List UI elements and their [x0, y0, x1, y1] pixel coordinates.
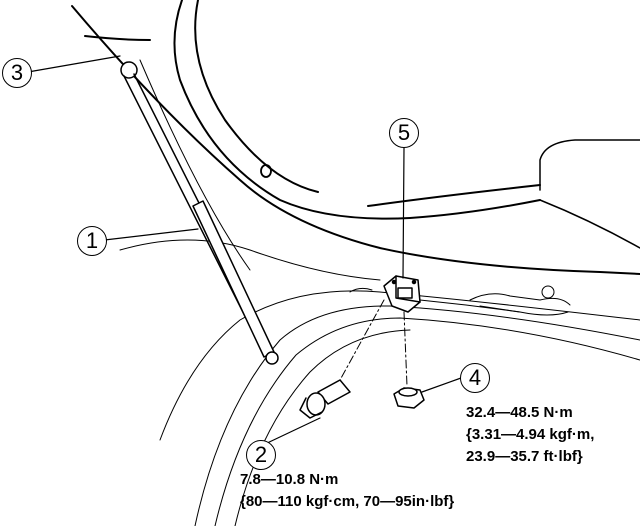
callout-3: 3: [2, 58, 32, 88]
bolt-part: [299, 379, 351, 419]
nut-part: [393, 387, 425, 409]
nut-torque-line-1: 32.4—48.5 N·m: [466, 404, 573, 421]
hinge-bracket: [383, 275, 421, 313]
bolt-torque-line-1: 7.8—10.8 N·m: [240, 471, 339, 488]
callout-2: 2: [246, 440, 276, 470]
bolt-torque-line-2: {80—110 kgf·cm, 70—95in·lbf}: [240, 493, 455, 510]
assembly-lines: [339, 299, 408, 387]
latch-bracket: [349, 285, 571, 316]
nut-torque-line-3: 23.9—35.7 ft·lbf}: [466, 448, 583, 465]
callout-4: 4: [460, 363, 490, 393]
callout-5: 5: [389, 118, 419, 148]
nut-torque-line-2: {3.31—4.94 kgf·m,: [466, 426, 595, 443]
callout-1: 1: [77, 226, 107, 256]
gas-strut: [120, 61, 279, 365]
body-hole: [260, 164, 272, 178]
leader-lines: [27, 55, 462, 446]
nut-torque-spec: 32.4—48.5 N·m {3.31—4.94 kgf·m, 23.9—35.…: [466, 402, 594, 468]
body-outline: [71, 0, 640, 275]
roof-panel: [539, 139, 640, 249]
lower-body-lines: [119, 59, 640, 526]
bolt-torque-spec: 7.8—10.8 N·m {80—110 kgf·cm, 70—95in·lbf…: [240, 469, 454, 513]
